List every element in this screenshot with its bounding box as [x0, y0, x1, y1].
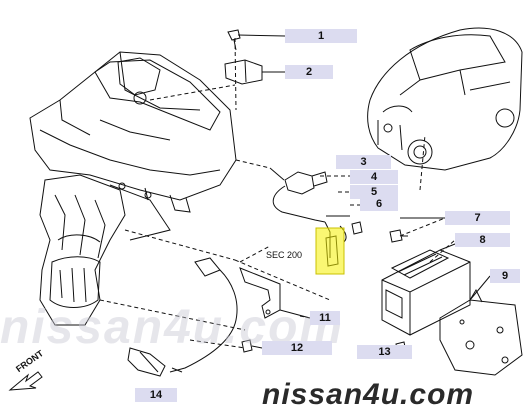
callout-3[interactable]: 3: [336, 155, 391, 169]
callout-4[interactable]: 4: [350, 170, 398, 184]
engine-cover-drawing: [29, 51, 237, 213]
callout-leaders: [326, 215, 491, 301]
callout-11[interactable]: 11: [310, 311, 340, 325]
bolt-6-drawing: [351, 221, 363, 235]
bracket-11-drawing: [239, 267, 311, 319]
section-reference: SEC 200: [266, 250, 303, 260]
callout-1[interactable]: 1: [285, 29, 357, 43]
sensor-1-drawing: [227, 29, 286, 51]
callout-7[interactable]: 7: [445, 211, 510, 225]
ecm-drawing: [381, 249, 471, 336]
callout-9[interactable]: 9: [490, 269, 520, 283]
exhaust-manifold-drawing: [39, 174, 171, 326]
highlight-box: [315, 227, 345, 275]
callout-2[interactable]: 2: [285, 65, 333, 79]
callout-14[interactable]: 14: [135, 388, 177, 402]
callout-5[interactable]: 5: [350, 185, 398, 199]
callout-12[interactable]: 12: [262, 341, 332, 355]
oxygen-sensor-lower-drawing: [127, 257, 238, 377]
watermark-footer: nissan4u.com: [262, 378, 475, 411]
callout-8[interactable]: 8: [455, 233, 510, 247]
front-arrow-drawing: [8, 371, 43, 391]
bolt-7-drawing: [389, 229, 408, 243]
connector-2-drawing: [224, 59, 285, 85]
ecm-bracket-drawing: [439, 288, 523, 376]
vehicle-drawing: [367, 27, 523, 171]
callout-6[interactable]: 6: [360, 197, 398, 211]
callout-13[interactable]: 13: [357, 345, 412, 359]
bolt-12-drawing: [241, 339, 263, 353]
